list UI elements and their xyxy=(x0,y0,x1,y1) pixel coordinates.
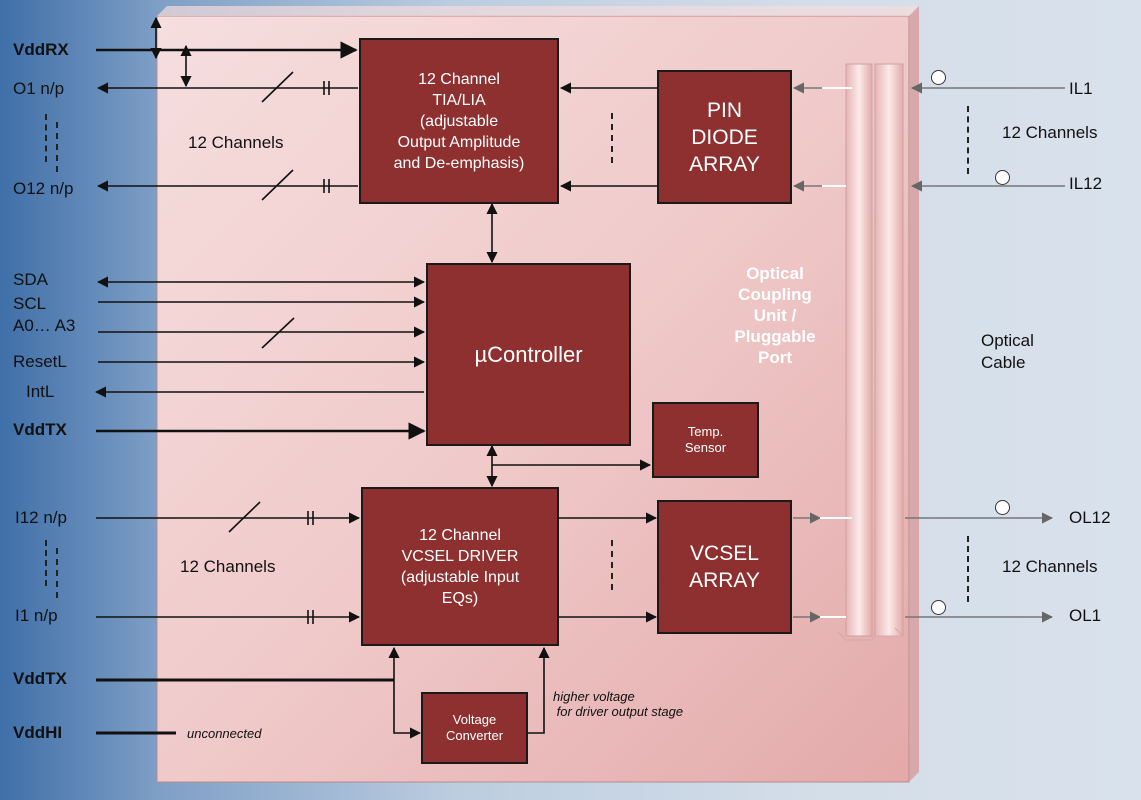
voltage-converter-block: Voltage Converter xyxy=(421,692,528,764)
il12-label: IL12 xyxy=(1069,174,1103,193)
scl-label: SCL xyxy=(13,294,47,313)
i12-label: I12 n/p xyxy=(15,508,67,527)
sda-label: SDA xyxy=(13,270,48,289)
o12-slash xyxy=(261,169,294,201)
o12-label: O12 n/p xyxy=(13,179,74,198)
optical-cable-label: Optical Cable xyxy=(981,331,1034,372)
vddtx-to-converter xyxy=(393,680,422,739)
channels-tx-label: 12 Channels xyxy=(180,557,276,576)
i1-label: I1 n/p xyxy=(15,606,58,625)
channels-out-label: 12 Channels xyxy=(1002,557,1098,576)
out-ellipsis-dash xyxy=(967,536,969,602)
ol1-fiber-marker xyxy=(931,600,946,615)
il1-label: IL1 xyxy=(1069,79,1093,98)
ol1-label: OL1 xyxy=(1069,606,1102,625)
vcsel-driver-text: 12 Channel VCSEL DRIVER (adjustable Inpu… xyxy=(400,526,520,607)
pin-diode-array-text: PIN DIODE ARRAY xyxy=(689,98,760,176)
vcsel-array-block: VCSEL ARRAY xyxy=(657,500,792,634)
vcsel-array-text: VCSEL ARRAY xyxy=(689,542,760,592)
a0a3-slash xyxy=(261,317,295,349)
a0a3-label: A0… A3 xyxy=(13,316,76,335)
pin-diode-array-block: PIN DIODE ARRAY xyxy=(657,70,792,204)
tia-lia-block: 12 Channel TIA/LIA (adjustable Output Am… xyxy=(359,38,559,204)
vcsel-driver-block: 12 Channel VCSEL DRIVER (adjustable Inpu… xyxy=(361,487,559,646)
vddtx-bottom-label: VddTX xyxy=(13,669,67,688)
vddtx-mid-label: VddTX xyxy=(13,420,67,439)
converter-to-driver xyxy=(528,646,550,734)
temp-sensor-text: Temp. Sensor xyxy=(684,424,727,455)
resetl-label: ResetL xyxy=(13,352,67,371)
ol12-label: OL12 xyxy=(1069,508,1111,527)
o-ellipsis-dash-2 xyxy=(56,122,58,172)
channels-in-label: 12 Channels xyxy=(1002,123,1098,142)
in-ellipsis-dash xyxy=(967,106,969,174)
unconnected-label: unconnected xyxy=(187,726,262,741)
o1-slash xyxy=(261,71,294,103)
temp-sensor-block: Temp. Sensor xyxy=(652,402,759,478)
i-ellipsis-dash-2 xyxy=(56,548,58,598)
o-ellipsis-dash-1 xyxy=(45,114,47,162)
i-ellipsis-dash-1 xyxy=(45,540,47,586)
optical-coupling-unit xyxy=(837,63,905,641)
o1-label: O1 n/p xyxy=(13,79,65,98)
tia-ellipsis-dash xyxy=(611,113,613,163)
intl-label: IntL xyxy=(26,382,55,401)
vddhi-label: VddHI xyxy=(13,723,63,742)
tia-lia-text: 12 Channel TIA/LIA (adjustable Output Am… xyxy=(393,70,525,172)
ol12-fiber-marker xyxy=(995,500,1010,515)
i12-slash xyxy=(228,501,261,533)
microcontroller-block: µController xyxy=(426,263,631,446)
microcontroller-text: µController xyxy=(474,341,583,367)
driver-ellipsis-dash xyxy=(611,540,613,590)
higher-voltage-note: higher voltage for driver output stage xyxy=(553,689,684,719)
il12-fiber-marker xyxy=(995,170,1010,185)
voltage-converter-text: Voltage Converter xyxy=(445,712,504,743)
optical-coupling-label: Optical Coupling Unit / Pluggable Port xyxy=(734,264,816,367)
il1-fiber-marker xyxy=(931,70,946,85)
vddrx-label: VddRX xyxy=(13,40,69,59)
channels-rx-label: 12 Channels xyxy=(188,133,284,152)
